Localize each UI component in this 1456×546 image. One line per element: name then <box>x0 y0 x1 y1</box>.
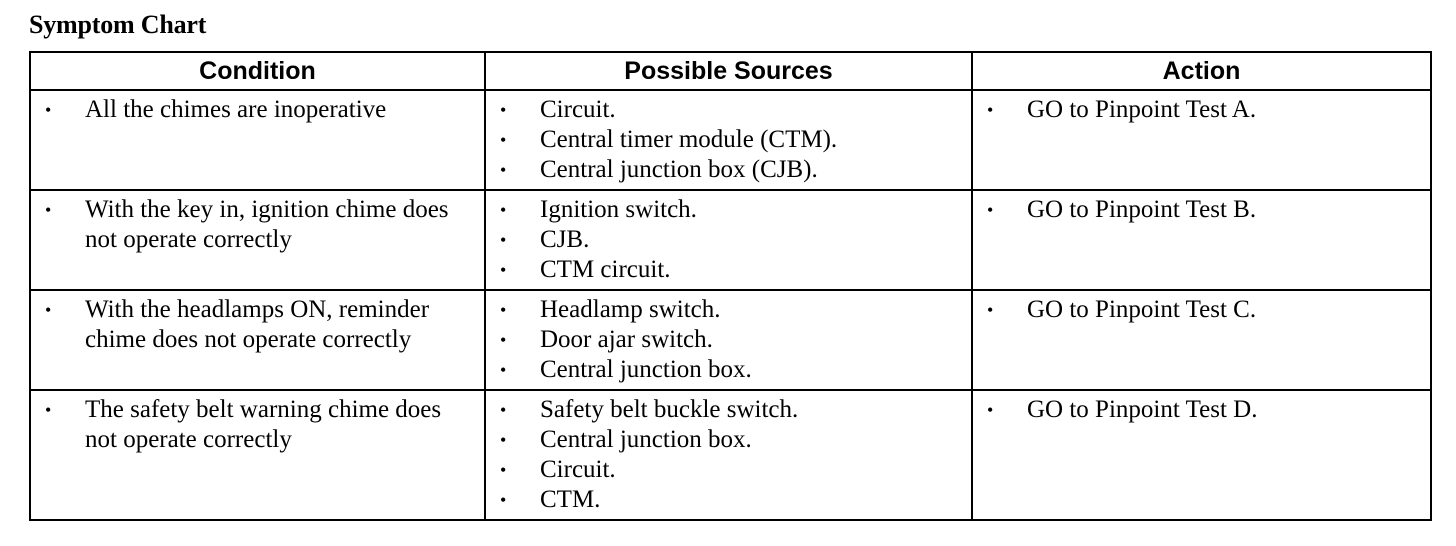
sources-cell: • Ignition switch. • CJB. • CTM circuit. <box>484 189 973 291</box>
bullet-icon: • <box>500 260 507 280</box>
table-row: • With the headlamps ON, reminder chime d… <box>29 289 1432 391</box>
action-cell: • GO to Pinpoint Test B. <box>971 189 1432 291</box>
table-row: • With the key in, ignition chime does no… <box>29 189 1432 291</box>
condition-cell: • With the headlamps ON, reminder chime d… <box>29 289 486 391</box>
source-item: Central timer module (CTM). <box>540 126 838 153</box>
action-cell: • GO to Pinpoint Test C. <box>971 289 1432 391</box>
bullet-icon: • <box>45 100 52 120</box>
action-text: GO to Pinpoint Test A. <box>1027 96 1257 123</box>
bullet-icon: • <box>45 300 52 320</box>
sources-cell: • Headlamp switch. • Door ajar switch. • Ce… <box>484 289 973 391</box>
bullet-icon: • <box>500 230 507 250</box>
bullet-icon: • <box>500 300 507 320</box>
condition-cell: • The safety belt warning chime does not … <box>29 389 486 521</box>
action-text: GO to Pinpoint Test B. <box>1027 196 1257 223</box>
source-item: Door ajar switch. <box>540 326 713 353</box>
bullet-icon: • <box>987 100 994 120</box>
source-item: Central junction box. <box>540 356 752 383</box>
header-action: Action <box>971 51 1432 91</box>
header-condition: Condition <box>29 51 486 91</box>
bullet-icon: • <box>500 200 507 220</box>
source-item: Safety belt buckle switch. <box>540 396 799 423</box>
bullet-icon: • <box>500 430 507 450</box>
bullet-icon: • <box>500 460 507 480</box>
sources-cell: • Safety belt buckle switch. • Central jun… <box>484 389 973 521</box>
bullet-icon: • <box>500 130 507 150</box>
table-row: • The safety belt warning chime does not … <box>29 389 1432 521</box>
source-item: Central junction box (CJB). <box>540 156 818 183</box>
symptom-table: Condition Possible Sources Action • All t… <box>29 51 1432 521</box>
bullet-icon: • <box>500 160 507 180</box>
source-item: Circuit. <box>540 456 616 483</box>
condition-text: All the chimes are inoperative <box>85 96 387 123</box>
bullet-icon: • <box>500 330 507 350</box>
condition-text: The safety belt warning chime does not o… <box>85 396 442 453</box>
bullet-icon: • <box>500 400 507 420</box>
condition-cell: • With the key in, ignition chime does no… <box>29 189 486 291</box>
action-cell: • GO to Pinpoint Test D. <box>971 389 1432 521</box>
source-item: CJB. <box>540 226 590 253</box>
header-possible-sources: Possible Sources <box>484 51 973 91</box>
action-text: GO to Pinpoint Test D. <box>1027 396 1258 423</box>
action-text: GO to Pinpoint Test C. <box>1027 296 1257 323</box>
header-row: Condition Possible Sources Action <box>29 51 1432 91</box>
source-item: Headlamp switch. <box>540 296 721 323</box>
source-item: CTM circuit. <box>540 256 671 283</box>
bullet-icon: • <box>987 400 994 420</box>
bullet-icon: • <box>987 200 994 220</box>
condition-cell: • All the chimes are inoperative <box>29 89 486 191</box>
source-item: Circuit. <box>540 96 616 123</box>
bullet-icon: • <box>45 400 52 420</box>
source-item: CTM. <box>540 486 601 513</box>
sources-cell: • Circuit. • Central timer module (CTM). •… <box>484 89 973 191</box>
table-row: • All the chimes are inoperative • Circuit… <box>29 89 1432 191</box>
bullet-icon: • <box>45 200 52 220</box>
action-cell: • GO to Pinpoint Test A. <box>971 89 1432 191</box>
bullet-icon: • <box>500 100 507 120</box>
bullet-icon: • <box>500 490 507 510</box>
bullet-icon: • <box>987 300 994 320</box>
condition-text: With the headlamps ON, reminder chime do… <box>85 296 430 353</box>
source-item: Ignition switch. <box>540 196 697 223</box>
bullet-icon: • <box>500 360 507 380</box>
source-item: Central junction box. <box>540 426 752 453</box>
condition-text: With the key in, ignition chime does not… <box>85 196 449 253</box>
chart-title: Symptom Chart <box>29 10 207 39</box>
